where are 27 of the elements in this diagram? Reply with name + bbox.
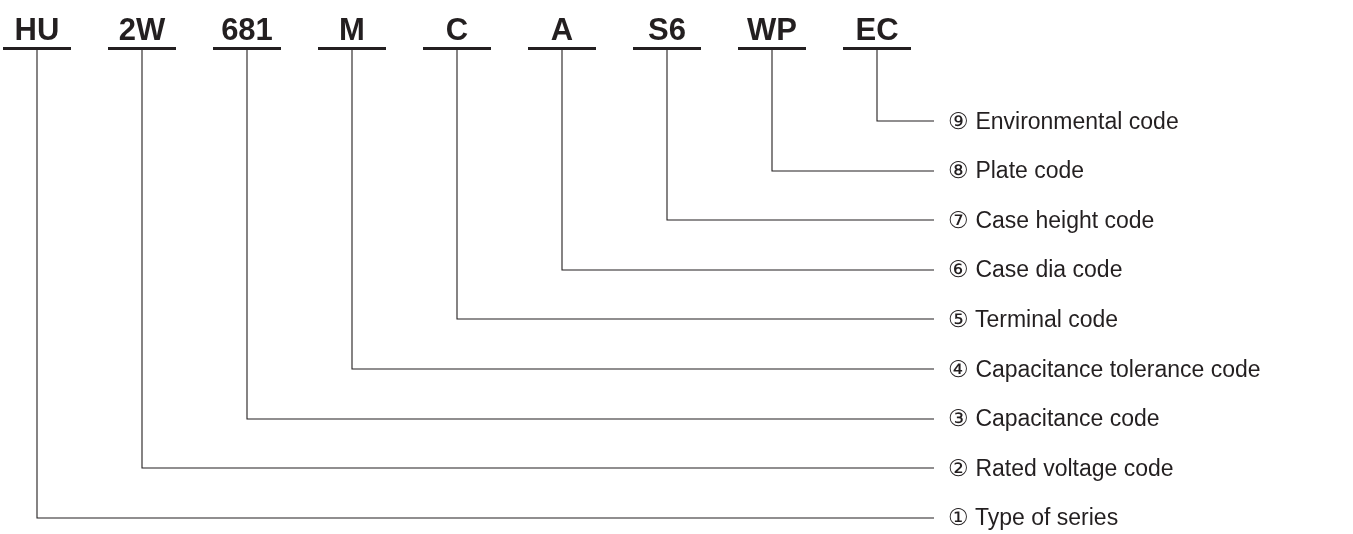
code-text: C: [445, 13, 469, 47]
code-text: WP: [747, 13, 797, 47]
code-text: EC: [855, 13, 899, 47]
code-text: 2W: [118, 13, 166, 47]
leader-line: [771, 49, 935, 172]
leader-line: [456, 49, 935, 320]
code-description: ② Rated voltage code: [948, 454, 1174, 482]
code-description: ⑨ Environmental code: [948, 107, 1179, 135]
leader-line: [351, 49, 935, 370]
leader-line: [666, 49, 935, 221]
code-text: A: [550, 13, 574, 47]
leader-line: [141, 49, 935, 469]
code-text: 681: [221, 13, 273, 47]
leader-line: [561, 49, 935, 271]
code-text: S6: [648, 13, 686, 47]
code-description: ④ Capacitance tolerance code: [948, 355, 1261, 383]
code-description: ① Type of series: [948, 504, 1119, 532]
code-description: ③ Capacitance code: [948, 405, 1160, 433]
leader-line: [246, 49, 935, 420]
code-description: ⑧ Plate code: [948, 157, 1085, 185]
code-description: ⑥ Case dia code: [948, 256, 1123, 284]
code-text: M: [339, 13, 365, 47]
leader-line: [36, 49, 935, 519]
leader-line: [876, 49, 935, 122]
code-description: ⑦ Case height code: [948, 206, 1155, 234]
code-description: ⑤ Terminal code: [948, 305, 1119, 333]
code-text: HU: [14, 13, 60, 47]
